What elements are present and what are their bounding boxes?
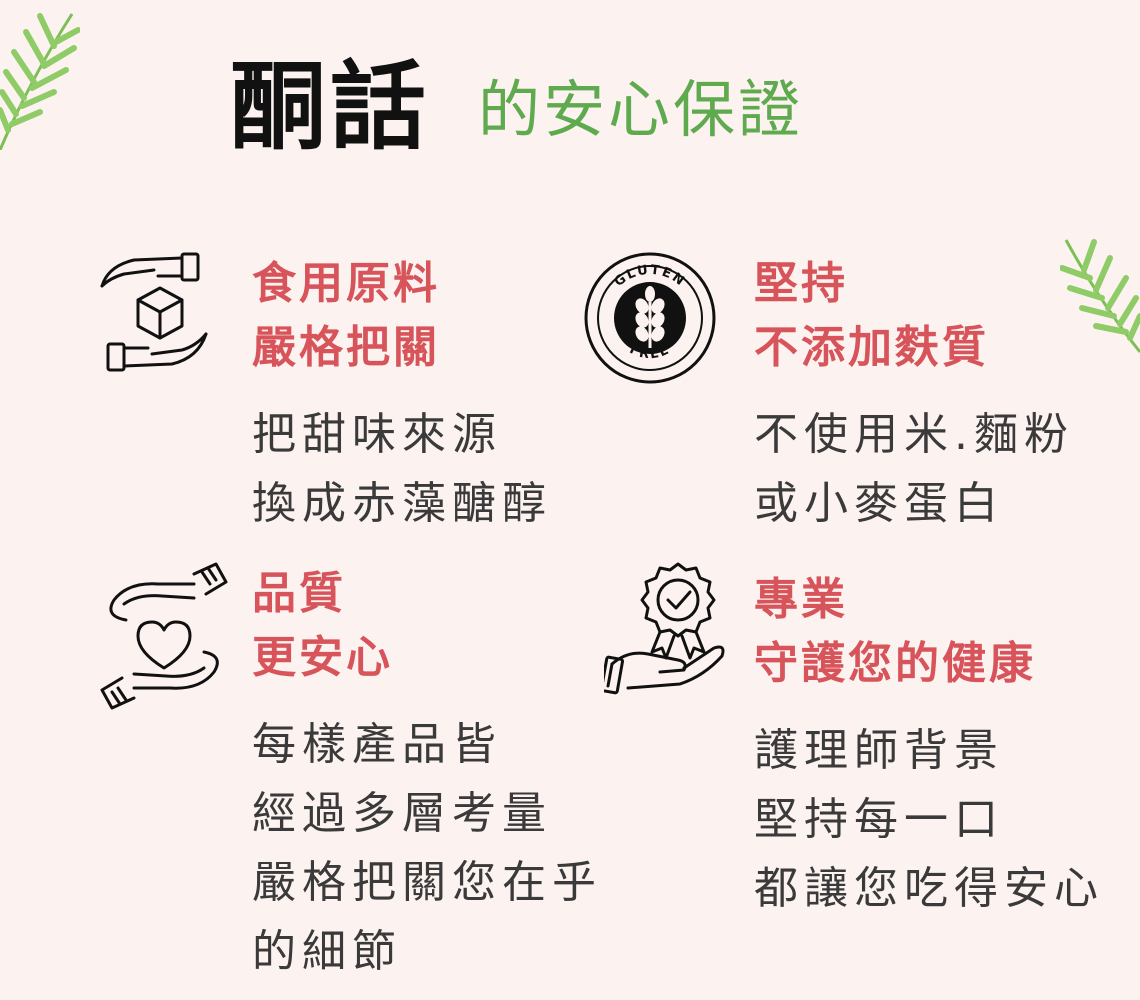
heading-line: 堅持	[754, 258, 848, 309]
page-title: 酮話 的安心保證	[230, 51, 804, 163]
palm-leaf-right-icon	[1060, 239, 1140, 353]
hands-heart-icon	[100, 562, 228, 710]
feature-gluten-free: 堅持 不添加麩質 不使用米.麵粉 或小麥蛋白	[754, 252, 1074, 538]
heading-line: 守護您的健康	[754, 638, 1036, 689]
description-line: 的細節	[252, 926, 402, 977]
description-line: 都讓您吃得安心	[754, 863, 1104, 914]
feature-description: 護理師背景 堅持每一口 都讓您吃得安心	[754, 716, 1104, 923]
title-main: 酮話	[230, 51, 430, 163]
feature-professional: 專業 守護您的健康 護理師背景 堅持每一口 都讓您吃得安心	[754, 568, 1104, 923]
heading-line: 品質	[252, 568, 346, 619]
hand-award-icon	[604, 562, 725, 695]
heading-line: 專業	[754, 574, 848, 625]
description-line: 或小麥蛋白	[754, 478, 1004, 529]
heading-line: 不添加麩質	[754, 322, 989, 373]
description-line: 把甜味來源	[252, 409, 502, 460]
feature-ingredients: 食用原料 嚴格把關 把甜味來源 換成赤藻醣醇	[252, 252, 552, 538]
description-line: 換成赤藻醣醇	[252, 478, 552, 529]
gluten-free-icon: GLUTEN FREE	[584, 252, 716, 384]
heading-line: 嚴格把關	[252, 322, 440, 373]
feature-description: 把甜味來源 換成赤藻醣醇	[252, 400, 552, 538]
hand-cube-icon	[100, 252, 208, 372]
feature-quality: 品質 更安心 每樣產品皆 經過多層考量 嚴格把關您在乎 的細節	[252, 562, 602, 986]
feature-description: 每樣產品皆 經過多層考量 嚴格把關您在乎 的細節	[252, 710, 602, 986]
description-line: 經過多層考量	[252, 788, 552, 839]
feature-description: 不使用米.麵粉 或小麥蛋白	[754, 400, 1074, 538]
feature-heading: 品質 更安心	[252, 562, 602, 690]
description-line: 堅持每一口	[754, 794, 1004, 845]
heading-line: 更安心	[252, 632, 393, 683]
heading-line: 食用原料	[252, 258, 440, 309]
description-line: 每樣產品皆	[252, 719, 502, 770]
description-line: 護理師背景	[754, 725, 1004, 776]
description-line: 嚴格把關您在乎	[252, 857, 602, 908]
feature-heading: 食用原料 嚴格把關	[252, 252, 552, 380]
description-line: 不使用米.麵粉	[754, 409, 1074, 460]
badge-bottom-text: FREE	[627, 342, 671, 362]
feature-heading: 專業 守護您的健康	[754, 568, 1104, 696]
palm-leaf-top-left-icon	[0, 13, 80, 150]
title-sub: 的安心保證	[478, 72, 804, 146]
svg-text:FREE: FREE	[627, 342, 673, 362]
feature-heading: 堅持 不添加麩質	[754, 252, 1074, 380]
